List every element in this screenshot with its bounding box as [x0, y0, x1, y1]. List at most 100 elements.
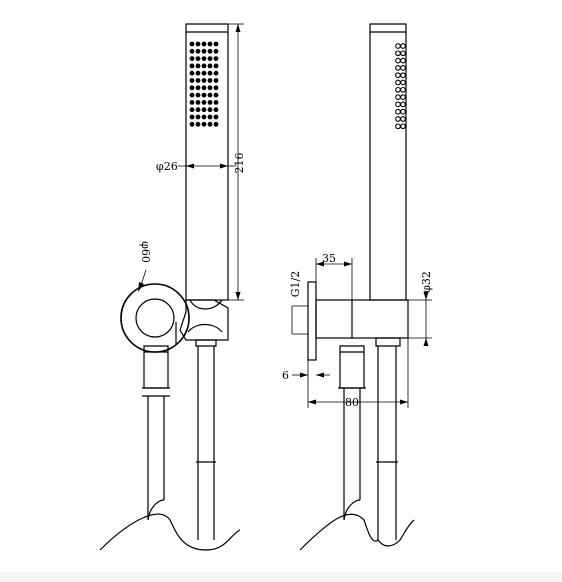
hose-loop-left-inner — [147, 499, 165, 521]
nozzle-dot — [400, 94, 406, 100]
nozzle-dot — [213, 48, 219, 54]
nozzle-dot — [395, 57, 401, 64]
spray-nozzle-grid — [189, 41, 219, 127]
nozzle-dot — [395, 79, 401, 86]
nozzle-dot — [195, 114, 201, 120]
nozzle-dot — [189, 78, 195, 83]
nozzle-dot — [213, 63, 219, 69]
nozzle-dot — [213, 70, 219, 76]
nozzle-dot — [201, 78, 207, 83]
hose-nut-right-b — [375, 337, 401, 347]
nozzle-dot — [189, 114, 195, 120]
holder-cup — [189, 299, 223, 310]
nozzle-dot — [201, 41, 207, 47]
spray-nozzle-column — [395, 43, 406, 130]
dim-thread-label: G1/2 — [289, 271, 302, 298]
nozzle-dot — [395, 94, 401, 100]
dim-26-arrow-left — [186, 163, 194, 169]
nozzle-dot — [400, 79, 406, 86]
dim-6-label: 6 — [282, 369, 289, 382]
bottom-strip — [0, 572, 562, 582]
nozzle-dot — [201, 48, 207, 54]
nozzle-dot — [213, 41, 219, 47]
nozzle-dot — [400, 50, 406, 57]
nozzle-dot — [395, 43, 401, 49]
nozzle-dot — [213, 121, 219, 127]
dim-80-arrow-right — [400, 399, 408, 405]
nozzle-dot — [189, 48, 195, 54]
dim-60-arrow — [138, 282, 144, 292]
hose-loop-right-inner — [343, 499, 361, 521]
nozzle-dot — [400, 65, 406, 71]
nozzle-dot — [195, 121, 201, 127]
nozzle-dot — [189, 121, 195, 127]
nozzle-dot — [195, 70, 201, 76]
bracket-outer-circle — [120, 283, 190, 353]
nozzle-dot — [195, 100, 201, 105]
hose-nut-left-b — [195, 339, 217, 347]
nozzle-dot — [189, 107, 195, 113]
nozzle-dot — [207, 114, 213, 120]
nozzle-dot — [189, 70, 195, 76]
nozzle-dot — [395, 65, 401, 71]
nozzle-dot — [201, 63, 207, 69]
nozzle-dot — [195, 107, 201, 113]
nozzle-dot — [207, 92, 213, 98]
nozzle-dot — [189, 100, 195, 105]
dim-32-label: φ32 — [420, 271, 433, 293]
nozzle-dot — [207, 41, 213, 47]
nozzle-dot — [201, 85, 207, 91]
hose-loop-left — [99, 513, 241, 551]
nozzle-dot — [201, 107, 207, 113]
nozzle-dot — [201, 92, 207, 98]
nozzle-dot — [400, 86, 406, 93]
nozzle-dot — [195, 92, 201, 98]
dim-6-arrow-left — [300, 372, 308, 378]
dim-216-label: 216 — [233, 153, 246, 174]
dim-6-arrow-right — [316, 372, 324, 378]
nozzle-dot — [395, 50, 401, 57]
nozzle-dot — [189, 85, 195, 91]
nozzle-dot — [207, 48, 213, 54]
nozzle-dot — [201, 114, 207, 120]
nozzle-dot — [195, 85, 201, 91]
wall-plate — [307, 281, 317, 361]
dim-60-label: φ60 — [139, 241, 152, 263]
dim-80-label: 80 — [345, 396, 359, 409]
nozzle-dot — [195, 41, 201, 47]
nozzle-dot — [395, 86, 401, 93]
nozzle-dot — [400, 57, 406, 64]
nozzle-dot — [207, 78, 213, 83]
nozzle-dot — [213, 100, 219, 105]
nozzle-dot — [195, 63, 201, 69]
nozzle-dot — [395, 101, 401, 108]
nozzle-dot — [395, 72, 401, 79]
nozzle-dot — [189, 63, 195, 69]
nozzle-dot — [195, 78, 201, 83]
dim-35-label: 35 — [322, 252, 336, 265]
nozzle-dot — [207, 85, 213, 91]
nozzle-dot — [201, 100, 207, 105]
nozzle-dot — [213, 92, 219, 98]
nozzle-dot — [213, 114, 219, 120]
dim-216-arrow-bottom — [235, 292, 241, 300]
nozzle-dot — [207, 56, 213, 61]
nozzle-dot — [195, 48, 201, 54]
nozzle-dot — [395, 123, 401, 130]
nozzle-dot — [400, 123, 406, 130]
nozzle-dot — [400, 72, 406, 79]
dim-32-arrow-bottom — [423, 338, 429, 346]
nozzle-dot — [213, 107, 219, 113]
nozzle-dot — [189, 56, 195, 61]
holder-body-right — [315, 299, 409, 339]
nozzle-dot — [207, 100, 213, 105]
hose-loop-right — [299, 513, 415, 551]
dim-80-arrow-left — [308, 399, 316, 405]
dim-35-arrow-right — [344, 261, 352, 267]
left-view: 216 φ26 φ60 — [99, 23, 246, 551]
nozzle-dot — [207, 70, 213, 76]
nozzle-dot — [201, 70, 207, 76]
nozzle-dot — [189, 92, 195, 98]
nozzle-dot — [207, 63, 213, 69]
